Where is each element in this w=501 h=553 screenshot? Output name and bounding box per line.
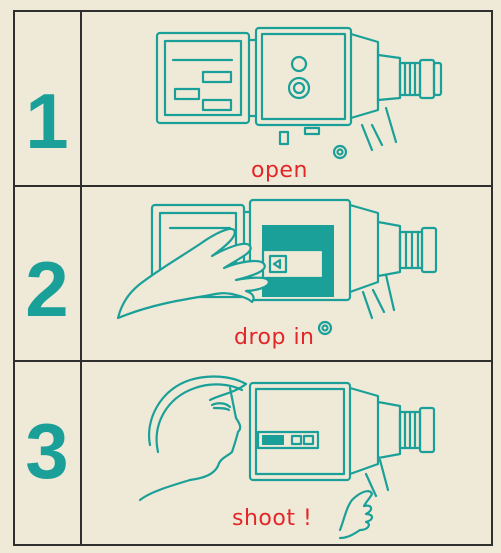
step-2-caption: drop in xyxy=(234,325,315,350)
number-column-divider xyxy=(80,10,82,546)
step-number-2: 2 xyxy=(25,245,69,333)
row-divider-1 xyxy=(13,185,493,187)
step-number-1: 1 xyxy=(25,77,69,165)
camera-open-illustration xyxy=(155,26,443,160)
shooting-illustration xyxy=(138,375,436,540)
cartridge-insert-illustration xyxy=(116,198,438,336)
outer-frame xyxy=(13,10,493,546)
row-divider-2 xyxy=(13,360,493,362)
step-3-caption: shoot ! xyxy=(232,506,313,531)
step-number-3: 3 xyxy=(25,407,69,495)
step-1-caption: open xyxy=(251,158,308,183)
